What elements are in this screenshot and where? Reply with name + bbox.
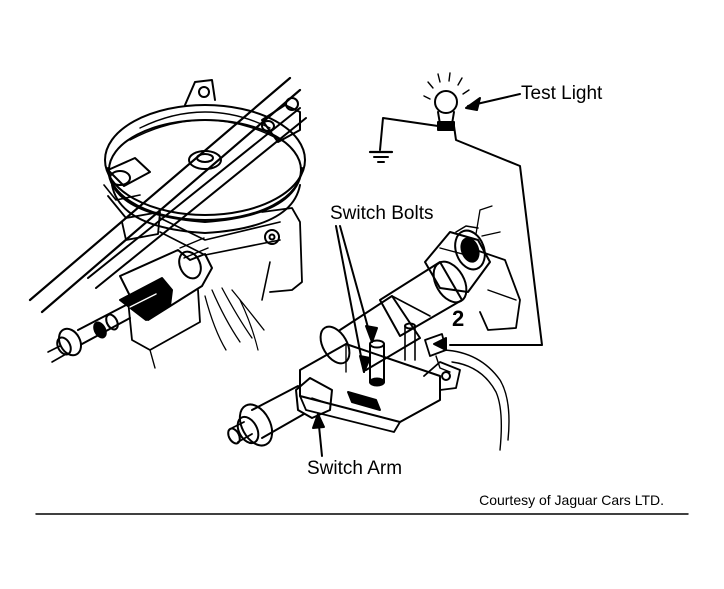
- terminal-number: 2: [452, 306, 464, 331]
- test-light-circuit: [368, 72, 543, 351]
- credit-line: Courtesy of Jaguar Cars LTD.: [479, 492, 664, 508]
- label-switch-bolts: Switch Bolts: [330, 203, 433, 224]
- label-switch-arm: Switch Arm: [307, 458, 402, 479]
- callout-leaders: [312, 225, 378, 457]
- bulb-socket: [437, 121, 455, 131]
- label-test-light: Test Light: [521, 83, 603, 104]
- brake-servo-assembly: [28, 76, 307, 369]
- light-bulb-icon: [434, 90, 458, 114]
- brake-switch-assembly: 2: [227, 205, 521, 451]
